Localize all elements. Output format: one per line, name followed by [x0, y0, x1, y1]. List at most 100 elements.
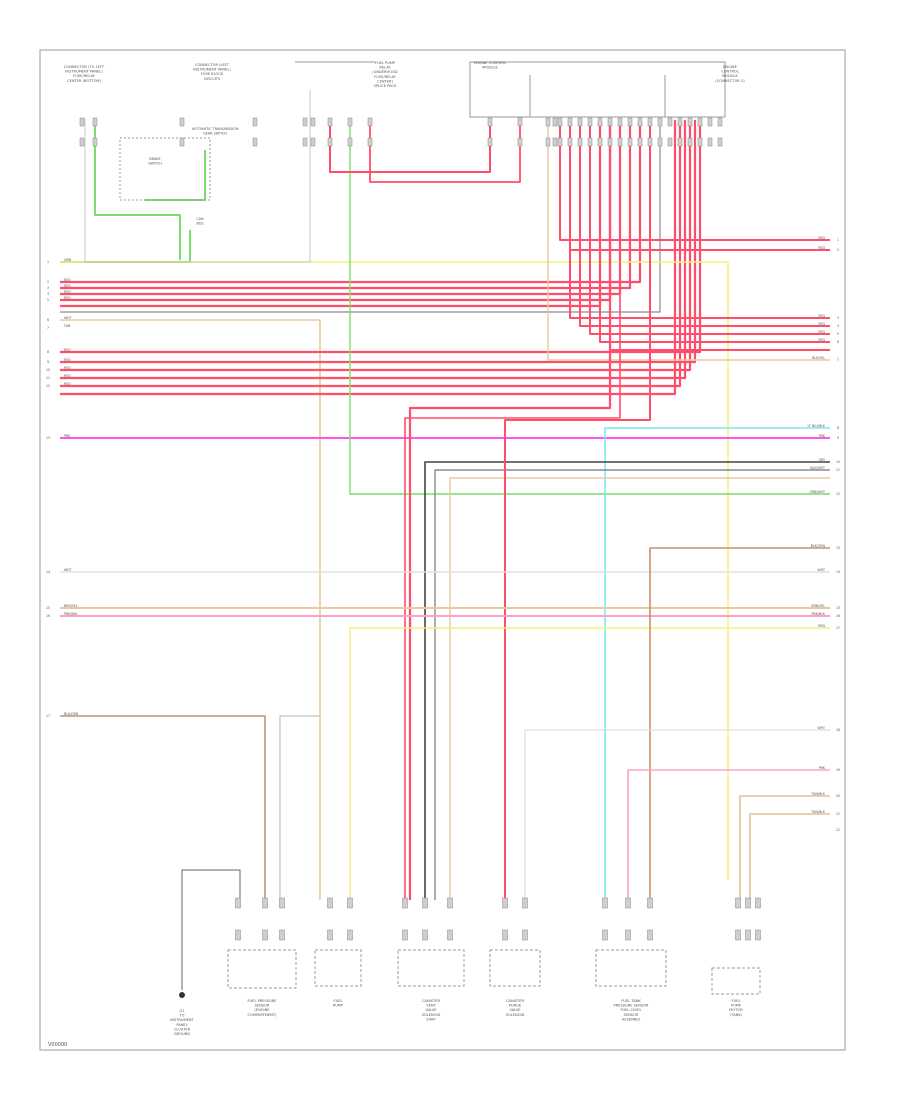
red-wire-right-stack-2 [579, 120, 830, 327]
left-row-number-9: 9 [47, 360, 49, 364]
bottom-pin-lower-4 [327, 929, 333, 941]
right-row-number-13: 13 [836, 546, 840, 550]
top-pin-5 [302, 117, 308, 127]
right-wire-label-r4: RED [818, 322, 825, 326]
connector-frame [84, 90, 311, 263]
top-pin-lower-22 [637, 137, 643, 147]
bottom-pin-15 [745, 897, 751, 909]
top-pin-lower-1 [79, 137, 85, 147]
left-wire-label-w3: RED [64, 284, 71, 288]
white-wire-low [524, 729, 830, 900]
top-pin-lower-8 [347, 137, 353, 147]
top-pin-1 [79, 117, 85, 127]
bottom-pin-lower-2 [262, 929, 268, 941]
red-wire-right-1 [559, 120, 830, 241]
right-wire-label-r17: RED [818, 624, 825, 628]
yellow-wire-lower [349, 627, 830, 900]
red-wire-vertical-1 [408, 120, 612, 900]
red-wire-right-stack-5 [609, 120, 830, 351]
right-row-number-16: 16 [836, 614, 840, 618]
ground-symbol [179, 992, 185, 998]
top-pin-lower-3 [179, 137, 185, 147]
left-row-number-7: 7 [47, 326, 49, 330]
right-row-number-6: 6 [837, 340, 839, 344]
right-wire-label-r18: WHT [818, 726, 826, 730]
right-row-number-21: 21 [836, 812, 840, 816]
left-wire-label-w9: RED [64, 358, 71, 362]
bottom-pin-lower-1 [235, 929, 241, 941]
left-wire-label-w14: WHT [64, 568, 72, 572]
right-row-number-12: 12 [836, 492, 840, 496]
top-pin-lower-19 [607, 137, 613, 147]
top-pin-lower-4 [252, 137, 258, 147]
wires-layer [60, 120, 830, 900]
bottom-pin-lower-3 [279, 929, 285, 941]
top-pin-lower-13 [552, 137, 558, 147]
left-row-number-15: 15 [46, 606, 50, 610]
top-pin-19 [607, 117, 613, 127]
tan-wire-3 [449, 477, 830, 900]
gray-wire-pump [279, 715, 320, 900]
fuel-pump-outline [314, 949, 362, 987]
right-row-number-3: 3 [837, 316, 839, 320]
top-pin-23 [647, 117, 653, 127]
red-wire-right-stack-1 [569, 120, 830, 319]
tan-wire-right [547, 120, 830, 361]
cyan-wire [604, 427, 830, 900]
top-pin-29 [707, 117, 713, 127]
left-wire-label-w7: TAN [63, 324, 71, 328]
top-pin-17 [587, 117, 593, 127]
brown-wire-right [649, 547, 830, 900]
top-pin-lower-11 [517, 137, 523, 147]
right-wire-label-r8: LT BLU/BLK [807, 424, 825, 428]
red-wire-relay-2 [369, 120, 521, 183]
bottom-pin-lower-5 [347, 929, 353, 941]
top-pin-lower-29 [707, 137, 713, 147]
left-wire-label-w15: BRN/YEL [64, 604, 78, 608]
left-wire-label-w6: WHT [64, 316, 72, 320]
top-pin-30 [717, 117, 723, 127]
top-pin-lower-10 [487, 137, 493, 147]
bottom-pin-9 [502, 897, 508, 909]
red-wire-2 [60, 120, 632, 290]
top-pin-lower-21 [627, 137, 633, 147]
fuel-pump-motor-outline [711, 967, 761, 995]
red-wire-lower-4 [60, 120, 687, 380]
pink-wire-low [627, 769, 830, 900]
bottom-pin-lower-8 [447, 929, 453, 941]
top-pin-lower-18 [597, 137, 603, 147]
switch-outline [119, 137, 211, 201]
right-wire-label-r5: RED [818, 330, 825, 334]
left-row-number-16: 16 [46, 614, 50, 618]
left-wire-label-w1: GRN [64, 258, 72, 262]
right-wire-label-r9: PNK [819, 434, 826, 438]
left-row-number-6: 6 [47, 318, 49, 322]
left-wire-label-w2: RED [64, 278, 71, 282]
left-row-number-14: 14 [46, 570, 50, 574]
tan-wire-motor-1 [739, 795, 830, 900]
bottom-pin-lower-9 [502, 929, 508, 941]
bottom-pin-lower-11 [602, 929, 608, 941]
left-row-number-3: 3 [47, 286, 49, 290]
right-wire-label-r10: GRY [819, 458, 825, 462]
bottom-pin-13 [647, 897, 653, 909]
left-wire-label-w8: RED [64, 348, 71, 352]
top-pin-8 [347, 117, 353, 127]
top-pin-lower-25 [667, 137, 673, 147]
right-row-number-15: 15 [836, 606, 840, 610]
footer-code: V00000 [48, 1042, 67, 1048]
right-wire-label-r16: PNK/BLK [811, 612, 825, 616]
left-wire-label-w4: RED [64, 290, 71, 294]
right-row-number-2: 2 [837, 248, 839, 252]
left-wire-label-w11: RED [64, 374, 71, 378]
gray-wire-2 [434, 469, 830, 900]
top-pin-14 [557, 117, 563, 127]
green-wire-top [60, 230, 191, 263]
right-wire-label-r19: PNK [819, 766, 826, 770]
